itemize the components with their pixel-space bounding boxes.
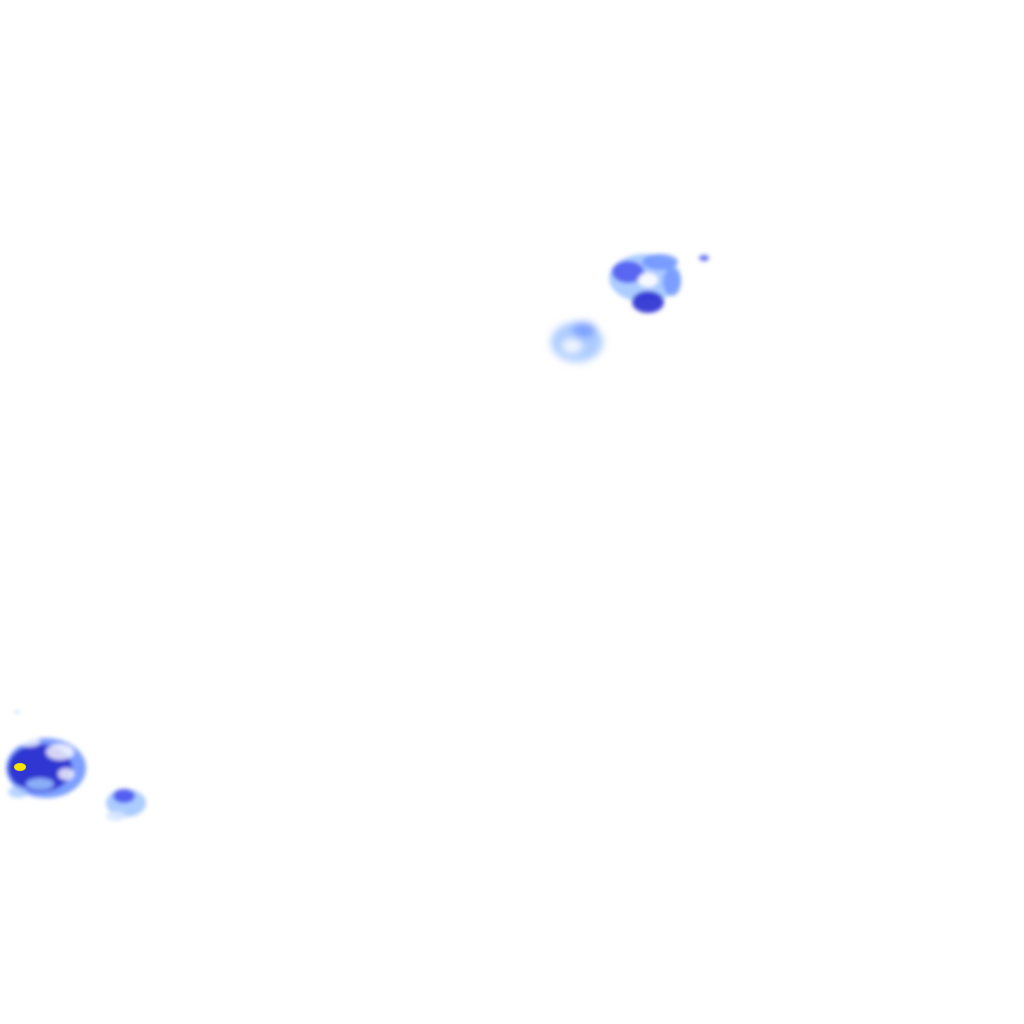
radar-echo-cluster-central: [551, 322, 603, 362]
radar-echo-cluster-northeast: [609, 254, 709, 313]
radar-echo-cluster-south: [106, 789, 146, 821]
radar-echo-cluster-southwest: [6, 710, 86, 798]
radar-echo-core-heavy: [14, 763, 26, 771]
